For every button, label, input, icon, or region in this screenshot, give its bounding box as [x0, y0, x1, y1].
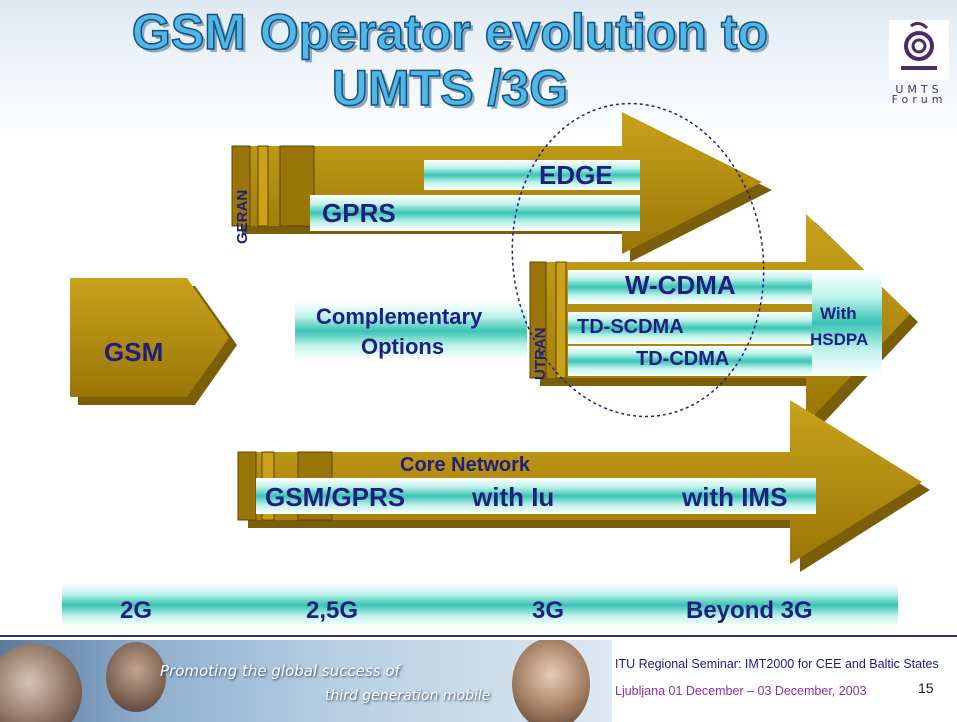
core-network-band	[256, 478, 816, 514]
hsdpa-band	[812, 270, 882, 376]
person-photo-1	[0, 644, 82, 722]
banner-text-2: third generation mobile	[325, 688, 491, 704]
timeline-2g: 2G	[120, 597, 153, 624]
wcdma-band	[568, 270, 812, 304]
umts-logo-icon	[889, 20, 949, 80]
complementary-band	[295, 302, 527, 360]
timeline-2-5g: 2,5G	[306, 597, 359, 624]
seminar-text: ITU Regional Seminar: IMT2000 for CEE an…	[615, 657, 939, 671]
edge-label: EDGE	[539, 160, 613, 190]
timeline-beyond-3g: Beyond 3G	[686, 597, 813, 624]
person-photo-3	[512, 640, 590, 722]
title-line-2: UMTS /3G	[331, 59, 569, 117]
gprs-band	[310, 195, 640, 231]
header-background	[0, 0, 957, 140]
complementary-label: Complementary	[316, 304, 483, 329]
tdscdma-band	[568, 312, 812, 344]
promo-banner: Promoting the global success of third ge…	[0, 640, 612, 722]
person-photo-2	[106, 642, 166, 712]
gsm-label: GSM	[104, 337, 164, 367]
utran-label: UTRAN	[532, 327, 549, 381]
gsm-block	[70, 278, 237, 405]
generation-timeline	[62, 583, 898, 627]
options-label: Options	[361, 334, 445, 359]
evolution-diagram	[70, 102, 930, 572]
geran-label: GERAN	[234, 189, 251, 244]
highlight-ellipse	[511, 102, 765, 418]
with-label: With	[820, 304, 857, 323]
footer-divider	[0, 635, 957, 637]
logo-text-2: Forum	[891, 93, 947, 106]
gsm-gprs-label: GSM/GPRS	[265, 482, 406, 512]
with-ims-label: with IMS	[682, 482, 788, 512]
logo-text-1: UMTS	[895, 83, 943, 96]
page-number: 15	[918, 680, 934, 696]
edge-band	[424, 160, 640, 190]
banner-text-1: Promoting the global success of	[160, 662, 400, 680]
tdcdma-label: TD-CDMA	[636, 348, 730, 370]
core-network-label: Core Network	[400, 454, 531, 476]
umts-forum-logo: UMTS Forum	[884, 20, 954, 120]
hsdpa-label: HSDPA	[810, 330, 869, 349]
timeline-3g: 3G	[532, 597, 565, 624]
tdscdma-label: TD-SCDMA	[577, 316, 684, 338]
location-text: Ljubljana 01 December – 03 December, 200…	[615, 684, 867, 698]
with-iu-label: with Iu	[472, 482, 555, 512]
title-line-1: GSM Operator evolution to	[131, 3, 769, 61]
wcdma-label: W-CDMA	[625, 270, 736, 300]
slide-title: GSM Operator evolution to UMTS /3G	[40, 3, 860, 117]
tdcdma-band	[568, 346, 812, 376]
gprs-label: GPRS	[322, 198, 396, 228]
